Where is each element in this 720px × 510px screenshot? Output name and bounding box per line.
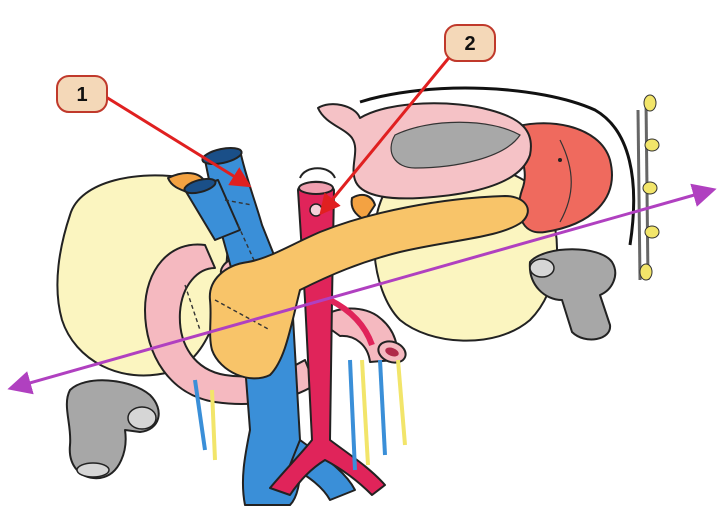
- right-bowel-stump: [528, 248, 617, 341]
- stomach: [317, 102, 532, 200]
- axis-arrow: [7, 183, 717, 395]
- pointer-arrow-2: [319, 53, 454, 216]
- callout-1-label: 1: [76, 84, 87, 106]
- right-vessel-bundle: [636, 94, 660, 281]
- callout-1: 1: [56, 75, 108, 113]
- callout-2: 2: [444, 24, 496, 62]
- curvature-line: [359, 86, 636, 246]
- callout-2-label: 2: [464, 33, 475, 55]
- pointer-arrow-1: [105, 95, 252, 188]
- left-bowel-stump: [65, 379, 160, 480]
